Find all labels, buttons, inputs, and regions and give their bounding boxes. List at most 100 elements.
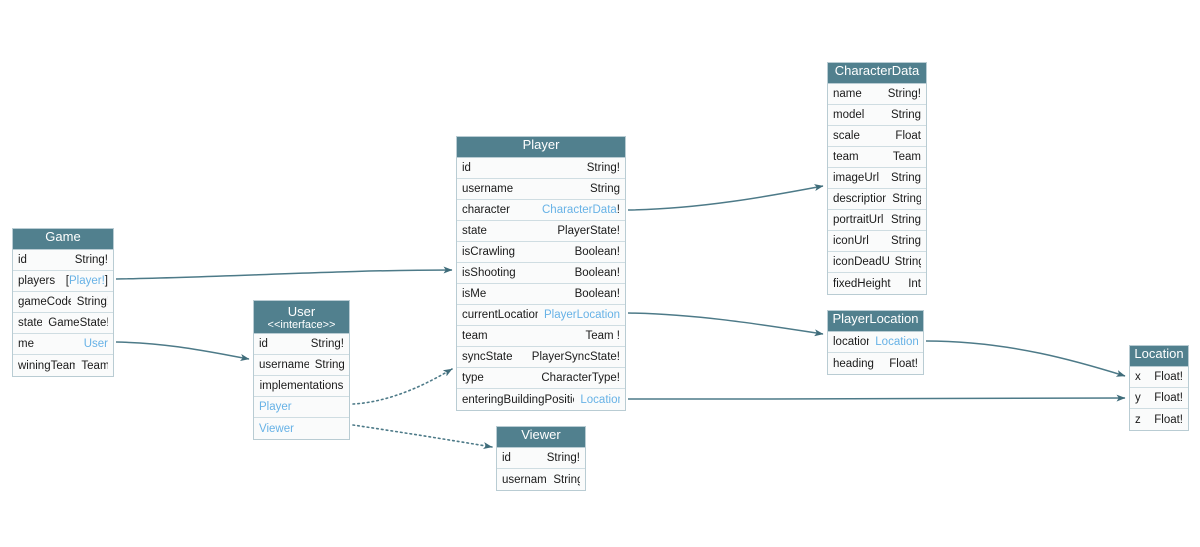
field-name: type bbox=[462, 372, 484, 384]
field-name: winingTeam bbox=[18, 359, 76, 372]
field-name: fixedHeight bbox=[833, 277, 891, 290]
field-type: String! bbox=[76, 296, 108, 308]
field-type: Float! bbox=[1154, 392, 1183, 404]
edge-playerlocation-location-to-location bbox=[925, 340, 1126, 377]
field-name: y bbox=[1135, 392, 1141, 404]
edge-game-me-to-user bbox=[115, 341, 250, 361]
field-type-link[interactable]: CharacterData bbox=[542, 204, 617, 216]
entity-title-location: Location bbox=[1134, 346, 1184, 361]
field-row-user-implementations[interactable]: implementations bbox=[254, 376, 349, 397]
field-type: Float bbox=[895, 130, 921, 142]
field-type: PlayerSyncState! bbox=[531, 351, 620, 363]
field-row-characterdata-portraitUrl[interactable]: portraitUrl String bbox=[828, 210, 926, 231]
entity-stereotype-user: <<interface>> bbox=[267, 319, 336, 331]
field-type-link[interactable]: User bbox=[83, 338, 108, 350]
field-row-characterdata-iconDeadUrl[interactable]: iconDeadUrlString bbox=[828, 252, 926, 273]
entity-title-playerlocation: PlayerLocation bbox=[832, 311, 919, 326]
field-type: Location bbox=[574, 394, 620, 406]
field-type-link[interactable]: Location bbox=[875, 336, 918, 348]
entity-title-user: User bbox=[287, 304, 316, 319]
entity-header-playerlocation: PlayerLocation bbox=[828, 311, 923, 332]
field-type: String bbox=[589, 183, 620, 195]
entity-title-characterdata: CharacterData bbox=[834, 63, 920, 78]
field-row-user-username[interactable]: username String bbox=[254, 355, 349, 376]
field-name: scale bbox=[833, 130, 860, 142]
field-name: isMe bbox=[462, 288, 487, 300]
entity-header-player: Player bbox=[457, 137, 625, 158]
field-row-characterdata-team[interactable]: team Team bbox=[828, 147, 926, 168]
entity-header-game: Game bbox=[13, 229, 113, 250]
field-row-user-Player[interactable]: Player bbox=[254, 397, 349, 418]
field-name: state bbox=[18, 317, 43, 329]
field-name: x bbox=[1135, 371, 1141, 383]
field-type-link[interactable]: Player! bbox=[69, 275, 105, 287]
field-name: username bbox=[259, 359, 309, 371]
edge-player-currentlocation-to-playerlocation bbox=[627, 312, 824, 337]
field-name: location bbox=[833, 336, 870, 348]
field-row-characterdata-scale[interactable]: scale Float bbox=[828, 126, 926, 147]
field-name: imageUrl bbox=[833, 172, 880, 184]
field-name: iconDeadUrl bbox=[833, 256, 889, 268]
entity-header-viewer: Viewer bbox=[497, 427, 585, 448]
field-row-game-players[interactable]: players[Player!] bbox=[13, 271, 113, 292]
field-name: id bbox=[18, 254, 27, 266]
field-type-link[interactable]: PlayerLocation bbox=[544, 309, 620, 321]
field-type: CharacterData! bbox=[536, 204, 620, 216]
edge-player-character-to-characterdata bbox=[627, 184, 824, 211]
field-name: description bbox=[833, 193, 887, 205]
field-row-location-y[interactable]: y Float! bbox=[1130, 388, 1188, 409]
field-row-player-isMe[interactable]: isMe Boolean! bbox=[457, 284, 625, 305]
field-name: id bbox=[502, 452, 511, 464]
field-type: String! bbox=[310, 338, 344, 350]
field-row-characterdata-fixedHeight[interactable]: fixedHeight Int bbox=[828, 273, 926, 294]
field-type-link[interactable]: Location bbox=[580, 393, 620, 406]
field-name: team bbox=[833, 151, 859, 163]
field-name: portraitUrl bbox=[833, 214, 884, 226]
field-type: PlayerLocation! bbox=[538, 309, 620, 321]
field-type: String bbox=[314, 359, 344, 371]
field-type: Team bbox=[892, 151, 921, 163]
field-row-user-Viewer[interactable]: Viewer bbox=[254, 418, 349, 439]
field-name: Player bbox=[259, 401, 292, 413]
field-type: Int bbox=[908, 277, 921, 290]
field-type: Boolean! bbox=[574, 288, 620, 300]
field-name: team bbox=[462, 330, 488, 342]
entity-playerlocation[interactable]: PlayerLocationlocationLocation!headingFl… bbox=[827, 310, 924, 375]
field-name: iconUrl bbox=[833, 235, 869, 247]
field-type: String bbox=[890, 214, 921, 226]
